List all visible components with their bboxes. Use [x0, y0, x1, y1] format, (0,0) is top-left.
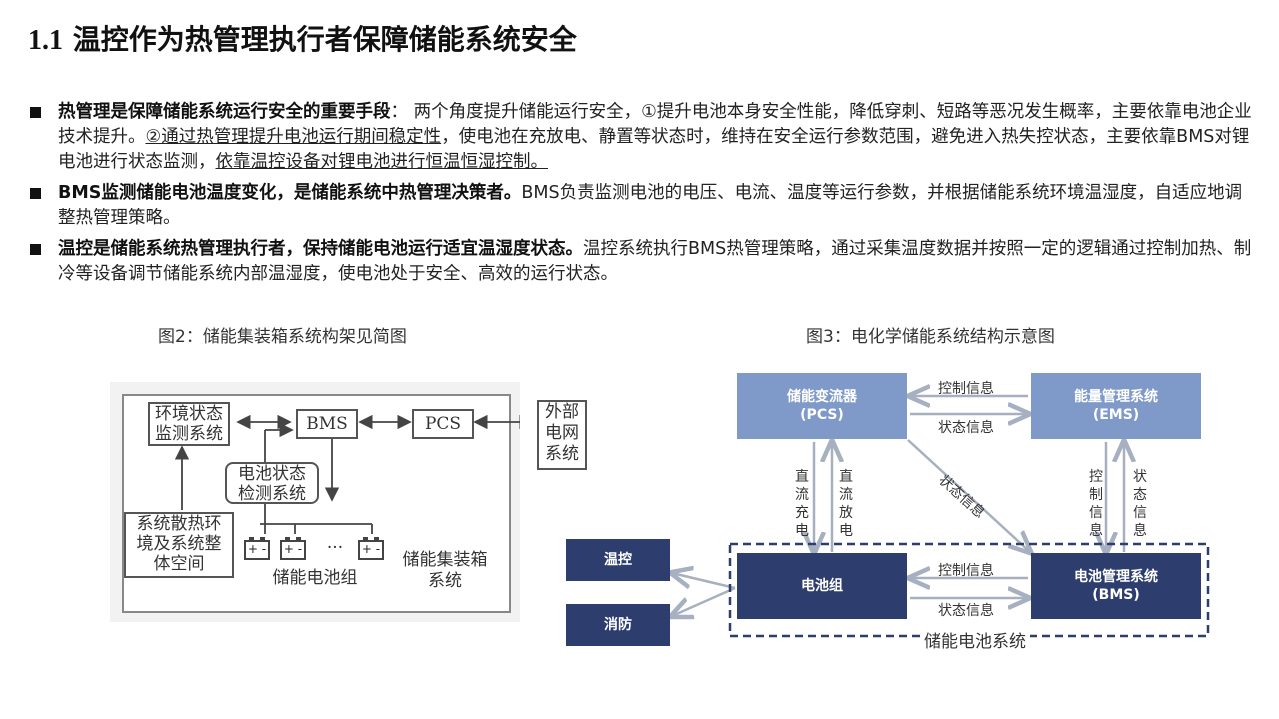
title-number: 1.1	[28, 25, 63, 56]
bullet-heading: 热管理是保障储能系统运行安全的重要手段	[58, 102, 391, 122]
external-grid-box: 外部 电网 系统	[537, 400, 587, 470]
label-state-info-bottom: 状态信息	[938, 603, 994, 619]
bms-node: 电池管理系统 (BMS)	[1031, 553, 1201, 619]
bullet-text: 温控系统执行BMS热管理策略，通过采集温度数据并按照一定的逻辑通过控制加热、制冷…	[58, 239, 1252, 284]
bullet-text: BMS负责监测电池的电压、电流、温度等运行参数，并根据储能系统环境温湿度，自适应…	[58, 183, 1243, 228]
battery-system-label: 储能电池系统	[920, 627, 1030, 652]
bullet-heading: 温控是储能系统热管理执行者，保持储能电池运行适宜温湿度状态。	[58, 239, 583, 259]
battery-icon: + -	[244, 537, 270, 560]
label-control-info-bottom: 控制信息	[938, 563, 994, 579]
label-dc-charge: 直流充电	[795, 469, 809, 539]
battery-group-node: 电池组	[737, 553, 907, 619]
bullet-square-icon	[30, 244, 41, 255]
label-vertical-state-info: 状态信息	[1133, 469, 1147, 539]
bullet-square-icon	[30, 107, 41, 118]
bullet-separator: ：	[390, 102, 414, 122]
fire-protection-node: 消防	[566, 604, 670, 646]
bullet-list: 热管理是保障储能系统运行安全的重要手段： 两个角度提升储能运行安全，①提升电池本…	[28, 100, 1253, 293]
figure2-caption: 图2：储能集装箱系统构架见简图	[158, 327, 407, 347]
pcs-box: PCS	[412, 409, 474, 439]
page-title: 1.1 温控作为热管理执行者保障储能系统安全	[28, 18, 577, 58]
pcs-node: 储能变流器 (PCS)	[737, 373, 907, 439]
title-text: 温控作为热管理执行者保障储能系统安全	[72, 23, 577, 56]
temperature-control-node: 温控	[566, 539, 670, 581]
container-architecture-diagram: 环境状态 监测系统 BMS PCS 电池状态 检测系统 系统散热环 境及系统整 …	[110, 382, 520, 622]
bullet-underlined-text: ②通过热管理提升电池运行期间稳定性	[145, 127, 442, 147]
bullet-bms: BMS监测储能电池温度变化，是储能系统中热管理决策者。BMS负责监测电池的电压、…	[28, 181, 1253, 231]
battery-icon: + -	[280, 537, 306, 560]
battery-icon: + -	[358, 537, 384, 560]
bms-box: BMS	[296, 409, 358, 439]
heat-env-box: 系统散热环 境及系统整 体空间	[124, 512, 234, 578]
bullet-thermal-management: 热管理是保障储能系统运行安全的重要手段： 两个角度提升储能运行安全，①提升电池本…	[28, 100, 1253, 175]
battery-detect-box: 电池状态 检测系统	[225, 462, 319, 504]
bullet-temperature-control: 温控是储能系统热管理执行者，保持储能电池运行适宜温湿度状态。温控系统执行BMS热…	[28, 237, 1253, 287]
bullet-square-icon	[30, 188, 41, 199]
env-monitor-box: 环境状态 监测系统	[148, 402, 230, 446]
bullet-heading: BMS监测储能电池温度变化，是储能系统中热管理决策者。	[58, 183, 522, 203]
bullet-text: 两个角度提升储能运行安全，①提升电池本身安全性能，降低穿刺、短路等恶况发生概率，…	[58, 102, 1252, 147]
label-dc-discharge: 直流放电	[839, 469, 853, 539]
label-control-info-top: 控制信息	[938, 381, 994, 397]
battery-ellipsis: ···	[326, 538, 344, 558]
bullet-text: ，使电池在充放电、静置等状态时，维持在安全运行参数范围，避免进入热失控状态，主要…	[58, 127, 1250, 172]
ems-node: 能量管理系统 (EMS)	[1031, 373, 1201, 439]
figure3-caption: 图3：电化学储能系统结构示意图	[806, 327, 1055, 347]
container-system-label: 储能集装箱 系统	[402, 550, 488, 591]
bullet-underlined-text: 依靠温控设备对锂电池进行恒温恒湿控制。	[215, 152, 549, 172]
label-state-info-top: 状态信息	[938, 420, 994, 436]
battery-group-label: 储能电池组	[272, 568, 358, 588]
label-vertical-control-info: 控制信息	[1089, 469, 1103, 539]
